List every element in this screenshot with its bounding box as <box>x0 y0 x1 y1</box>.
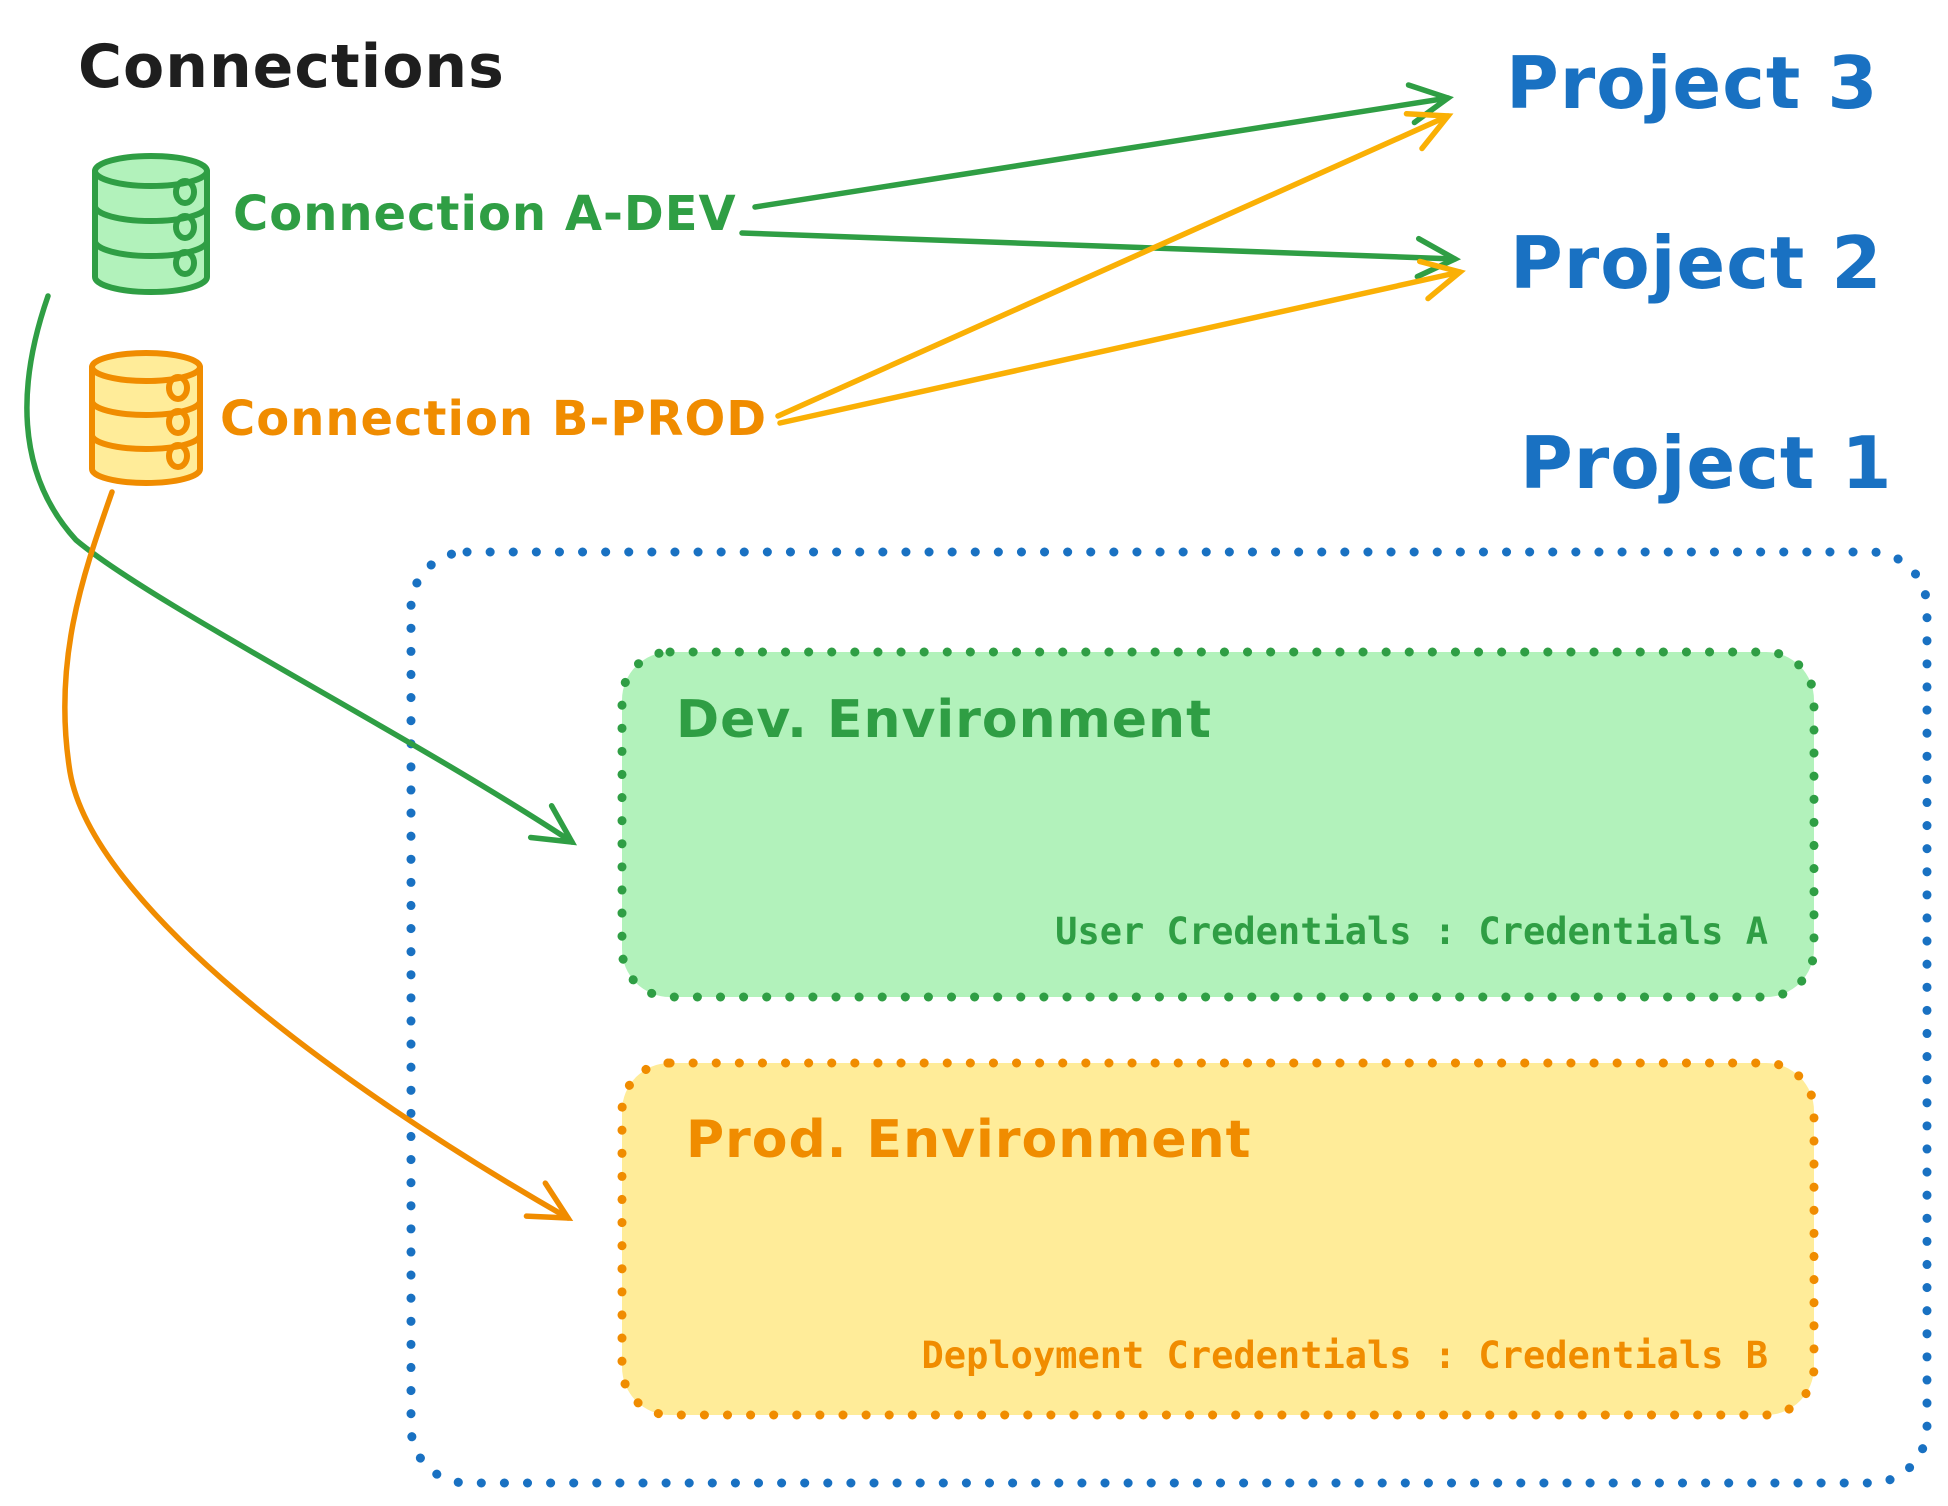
arrow-adev-to-project2 <box>739 230 1462 280</box>
prod-environment-credentials: Deployment Credentials : Credentials B <box>921 1334 1768 1377</box>
dev-environment-box <box>617 647 1819 1002</box>
database-icon <box>89 350 203 486</box>
dev-environment-credentials: User Credentials : Credentials A <box>1055 910 1768 953</box>
database-icon <box>92 153 210 295</box>
connection-b-prod-label: Connection B-PROD <box>220 391 768 447</box>
arrow-bprod-to-project2 <box>777 258 1466 426</box>
diagram-title: Connections <box>78 32 505 102</box>
dev-environment-title: Dev. Environment <box>676 690 1212 750</box>
prod-environment-title: Prod. Environment <box>686 1110 1252 1170</box>
project-3-label: Project 3 <box>1506 41 1879 125</box>
arrow-adev-to-dev-environment <box>24 293 578 846</box>
arrow-adev-to-project3 <box>752 82 1454 210</box>
prod-environment-box <box>617 1058 1819 1420</box>
connection-a-dev-label: Connection A-DEV <box>233 186 737 242</box>
project1-boundary-box <box>406 547 1932 1488</box>
arrow-bprod-to-prod-environment <box>62 489 574 1221</box>
project-2-label: Project 2 <box>1510 221 1883 305</box>
arrow-bprod-to-project3 <box>775 111 1454 419</box>
project-1-label: Project 1 <box>1520 421 1893 505</box>
